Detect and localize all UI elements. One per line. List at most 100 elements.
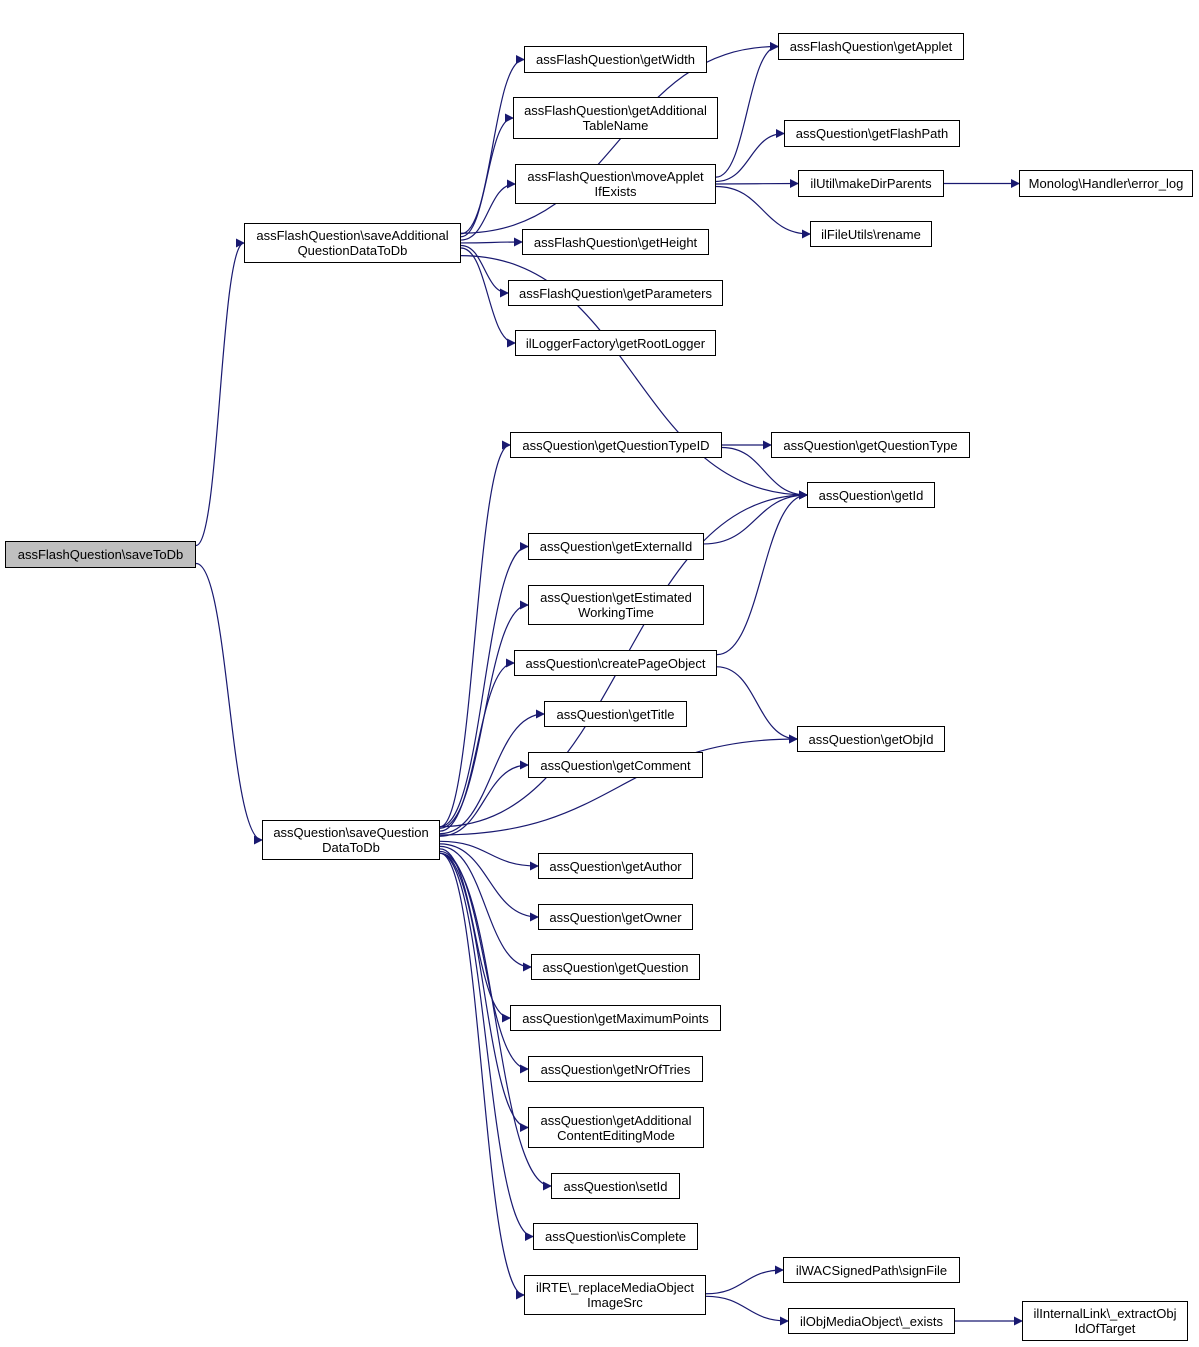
node-getQuestion[interactable]: assQuestion\getQuestion bbox=[531, 954, 700, 980]
edge-saveAdd-to-getHeight bbox=[460, 237, 523, 247]
node-extractObj[interactable]: ilInternalLink\_extractObj IdOfTarget bbox=[1022, 1301, 1188, 1341]
node-getExtId[interactable]: assQuestion\getExternalId bbox=[528, 533, 704, 560]
node-label: assQuestion\getAuthor bbox=[549, 858, 682, 874]
node-label: assFlashQuestion\moveApplet IfExists bbox=[527, 169, 704, 199]
node-errorLog[interactable]: Monolog\Handler\error_log bbox=[1019, 170, 1193, 197]
node-label: assFlashQuestion\getParameters bbox=[519, 285, 712, 301]
edge-createPage-to-getId bbox=[716, 490, 808, 656]
node-label: assFlashQuestion\getWidth bbox=[536, 52, 695, 67]
node-moveApplet[interactable]: assFlashQuestion\moveApplet IfExists bbox=[515, 164, 716, 204]
edge-saveQ-to-getQTypeID bbox=[439, 440, 511, 828]
node-label: assFlashQuestion\getApplet bbox=[789, 39, 953, 54]
node-label: assQuestion\getExternalId bbox=[539, 539, 693, 554]
edge-moveApplet-to-getFlashPath bbox=[715, 129, 785, 183]
node-label: ilObjMediaObject\_exists bbox=[799, 1313, 944, 1329]
edge-saveQ-to-getAuthor bbox=[439, 840, 539, 871]
node-getApplet[interactable]: assFlashQuestion\getApplet bbox=[778, 33, 964, 60]
node-label: assQuestion\setId bbox=[563, 1178, 668, 1194]
node-label: assFlashQuestion\saveAdditional Question… bbox=[256, 228, 449, 258]
node-saveAdd[interactable]: assFlashQuestion\saveAdditional Question… bbox=[244, 223, 461, 263]
node-getNrTries[interactable]: assQuestion\getNrOfTries bbox=[528, 1056, 703, 1082]
node-isComplete[interactable]: assQuestion\isComplete bbox=[533, 1223, 698, 1250]
node-label: ilLoggerFactory\getRootLogger bbox=[525, 335, 706, 351]
node-label: assQuestion\getEstimated WorkingTime bbox=[540, 590, 692, 620]
edge-root-to-saveQ bbox=[195, 562, 263, 845]
edge-moveApplet-to-getApplet bbox=[715, 42, 779, 178]
node-getAuthor[interactable]: assQuestion\getAuthor bbox=[538, 853, 693, 879]
node-label: assQuestion\getTitle bbox=[556, 706, 675, 722]
node-getHeight[interactable]: assFlashQuestion\getHeight bbox=[522, 229, 709, 255]
edge-saveAdd-to-getId bbox=[460, 255, 808, 500]
node-label: assQuestion\getAdditional ContentEditing… bbox=[540, 1112, 692, 1143]
edge-saveAdd-to-moveApplet bbox=[460, 179, 516, 241]
node-replaceMedia[interactable]: ilRTE\_replaceMediaObject ImageSrc bbox=[524, 1275, 706, 1315]
node-label: ilUtil\makeDirParents bbox=[810, 176, 932, 191]
edge-replaceMedia-to-objExists bbox=[705, 1295, 789, 1326]
node-rootLogger[interactable]: ilLoggerFactory\getRootLogger bbox=[515, 330, 716, 356]
edge-saveQ-to-createPage bbox=[439, 658, 515, 832]
edge-saveQ-to-getNrTries bbox=[439, 850, 529, 1074]
node-getWidth[interactable]: assFlashQuestion\getWidth bbox=[524, 46, 707, 73]
node-root[interactable]: assFlashQuestion\saveToDb bbox=[5, 541, 196, 568]
node-label: assQuestion\getComment bbox=[540, 757, 691, 773]
node-label: assQuestion\getFlashPath bbox=[795, 126, 949, 141]
edge-saveQ-to-getExtId bbox=[439, 542, 529, 828]
edge-saveQ-to-getQuestion bbox=[439, 845, 532, 972]
node-getId[interactable]: assQuestion\getId bbox=[807, 482, 935, 508]
node-label: assQuestion\getObjId bbox=[808, 731, 934, 747]
edge-saveQ-to-getOwner bbox=[439, 843, 539, 922]
node-rename[interactable]: ilFileUtils\rename bbox=[810, 221, 932, 247]
node-label: ilRTE\_replaceMediaObject ImageSrc bbox=[536, 1280, 694, 1310]
edge-moveApplet-to-rename bbox=[715, 185, 811, 239]
edge-saveAdd-to-getParams bbox=[460, 244, 509, 298]
node-label: Monolog\Handler\error_log bbox=[1028, 176, 1184, 191]
node-label: assQuestion\getNrOfTries bbox=[540, 1061, 691, 1077]
edge-saveAdd-to-getApplet bbox=[460, 42, 779, 234]
edge-saveQ-to-getTitle bbox=[439, 709, 545, 835]
node-getQTypeID[interactable]: assQuestion\getQuestionTypeID bbox=[510, 432, 722, 458]
edge-saveQ-to-replaceMedia bbox=[439, 852, 525, 1300]
node-label: assQuestion\getQuestion bbox=[542, 959, 689, 975]
node-getParams[interactable]: assFlashQuestion\getParameters bbox=[508, 280, 723, 306]
edge-saveQ-to-getComment bbox=[439, 760, 529, 837]
edge-root-to-saveAdd bbox=[195, 238, 245, 547]
node-label: assQuestion\getOwner bbox=[549, 909, 682, 925]
edge-getExtId-to-getId bbox=[703, 490, 808, 545]
node-getAddTable[interactable]: assFlashQuestion\getAdditional TableName bbox=[513, 97, 718, 139]
node-label: ilFileUtils\rename bbox=[821, 226, 921, 242]
node-saveQ[interactable]: assQuestion\saveQuestion DataToDb bbox=[262, 820, 440, 860]
node-getTitle[interactable]: assQuestion\getTitle bbox=[544, 701, 687, 727]
node-label: assQuestion\getQuestionType bbox=[783, 437, 958, 453]
node-setId[interactable]: assQuestion\setId bbox=[551, 1173, 680, 1199]
edge-createPage-to-getObjId bbox=[716, 666, 798, 744]
node-objExists[interactable]: ilObjMediaObject\_exists bbox=[788, 1308, 955, 1334]
edge-saveAdd-to-rootLogger bbox=[460, 247, 516, 348]
edge-saveQ-to-getMaxPts bbox=[439, 848, 511, 1023]
node-label: assQuestion\isComplete bbox=[545, 1229, 686, 1244]
node-label: assFlashQuestion\getAdditional TableName bbox=[524, 103, 707, 133]
node-label: assQuestion\createPageObject bbox=[525, 655, 706, 671]
node-makeDir[interactable]: ilUtil\makeDirParents bbox=[798, 170, 944, 197]
node-getEstTime[interactable]: assQuestion\getEstimated WorkingTime bbox=[528, 585, 704, 625]
node-getFlashPath[interactable]: assQuestion\getFlashPath bbox=[784, 120, 960, 147]
node-label: assQuestion\saveQuestion DataToDb bbox=[273, 825, 429, 855]
edge-saveQ-to-setId bbox=[439, 852, 552, 1191]
node-label: assQuestion\getMaximumPoints bbox=[522, 1010, 709, 1026]
node-label: ilWACSignedPath\signFile bbox=[795, 1262, 948, 1278]
edge-replaceMedia-to-signFile bbox=[705, 1265, 784, 1295]
edge-getQTypeID-to-getId bbox=[721, 446, 808, 500]
node-getComment[interactable]: assQuestion\getComment bbox=[528, 752, 703, 778]
node-signFile[interactable]: ilWACSignedPath\signFile bbox=[783, 1257, 960, 1283]
node-getOwner[interactable]: assQuestion\getOwner bbox=[538, 904, 693, 930]
node-label: ilInternalLink\_extractObj IdOfTarget bbox=[1033, 1306, 1177, 1336]
node-getMaxPts[interactable]: assQuestion\getMaximumPoints bbox=[510, 1005, 721, 1031]
node-getObjId[interactable]: assQuestion\getObjId bbox=[797, 726, 945, 752]
node-createPage[interactable]: assQuestion\createPageObject bbox=[514, 650, 717, 676]
node-getAddContent[interactable]: assQuestion\getAdditional ContentEditing… bbox=[528, 1107, 704, 1148]
node-label: assFlashQuestion\getHeight bbox=[533, 234, 698, 250]
node-getQType[interactable]: assQuestion\getQuestionType bbox=[771, 432, 970, 458]
edge-saveAdd-to-getAddTable bbox=[460, 113, 514, 238]
node-label: assQuestion\getQuestionTypeID bbox=[522, 437, 710, 453]
